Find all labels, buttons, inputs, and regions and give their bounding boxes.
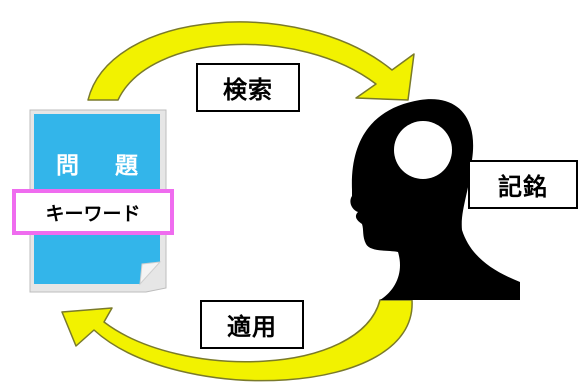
apply-step-label: 適用 [200,300,304,349]
brain-circle-icon [394,121,452,179]
curved-arrow-left-icon [61,299,413,382]
curved-arrow-right-icon [87,21,415,101]
head-silhouette-icon [350,99,520,300]
memory-step-label: 記銘 [468,160,578,209]
search-step-label: 検索 [196,63,300,112]
keyword-box: キーワード [12,189,174,235]
document-title: 問 題 [55,153,152,179]
